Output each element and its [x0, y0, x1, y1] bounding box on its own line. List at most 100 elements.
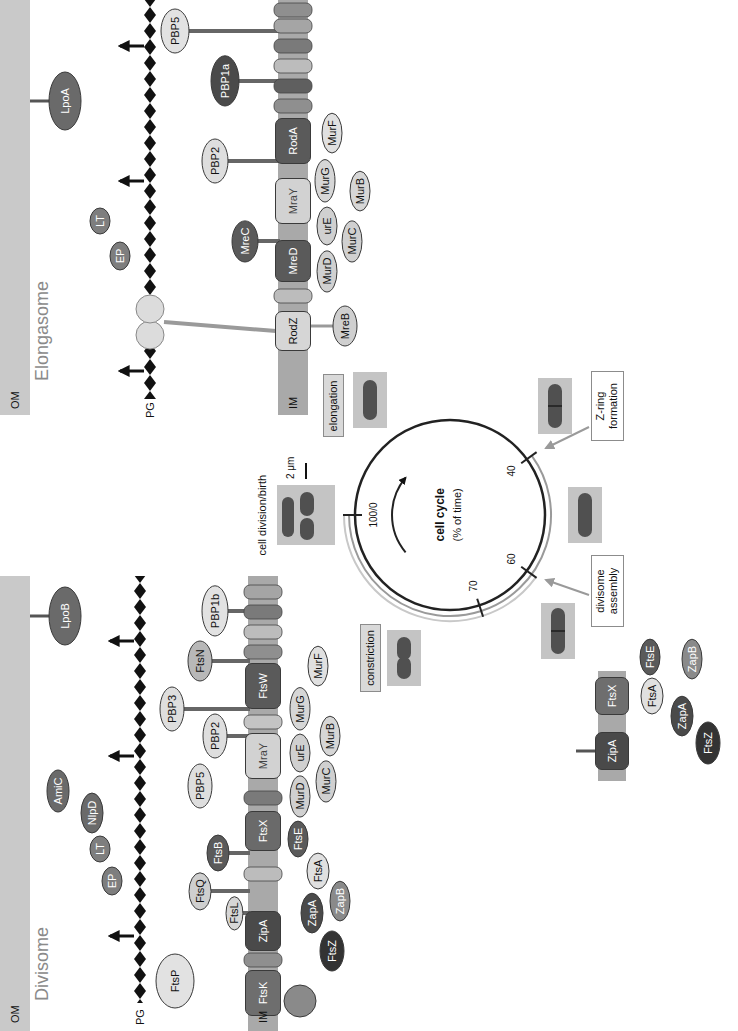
protein-ellipse [696, 722, 720, 764]
text-holder: MurB [324, 723, 337, 749]
protein-name: FtsX [606, 685, 619, 708]
micrograph [387, 630, 421, 686]
protein-name: LT [94, 843, 107, 855]
text-holder: NlpD [86, 801, 99, 825]
lipid-anchor [30, 100, 50, 103]
cell-cycle-ring [355, 420, 545, 610]
protein-blob: FtsZ [319, 930, 345, 972]
protein-blob: MurD [289, 774, 311, 817]
protein-name: PBP5 [194, 772, 207, 800]
protein-name: FtsA [646, 685, 659, 708]
text-holder: FtsP [169, 970, 182, 993]
tm-helix [244, 867, 282, 881]
protein-ellipse [188, 641, 212, 681]
text-holder: RodZ [287, 318, 300, 345]
protein-name: FtsN [194, 649, 207, 672]
protein-ellipse [290, 688, 310, 730]
text-holder: MurD [321, 258, 334, 285]
protein-ellipse [102, 867, 122, 895]
membrane-label: OM [9, 1005, 22, 1023]
cycle-percent: 70 [467, 580, 480, 591]
text-holder: EP [106, 874, 119, 889]
protein-blob: FtsE [639, 638, 661, 676]
text-holder: MurG [319, 167, 332, 195]
cell [300, 492, 314, 516]
lipid-anchor [30, 615, 50, 618]
protein-ellipse [47, 770, 69, 812]
protein-blob: LT [89, 207, 111, 235]
protein-name: LT [94, 215, 107, 227]
protein-name: FtsK [257, 982, 270, 1005]
text-holder: AmiC [52, 778, 65, 805]
micrograph [541, 603, 575, 659]
tm-helix [244, 645, 282, 659]
peptide-arrow [110, 640, 134, 643]
label-text: 40 [506, 465, 517, 476]
stage-label: constriction [364, 630, 377, 686]
cell [397, 637, 411, 660]
protein-ellipse [232, 220, 258, 261]
label-text: Divisome [32, 927, 52, 1001]
text-holder: LpoA [59, 88, 72, 114]
protein-blob: AmiC [46, 769, 70, 813]
protein-name: ZapB [686, 646, 699, 672]
text-holder: FtsX [606, 685, 619, 708]
text-holder: FtsW [257, 673, 270, 699]
protein-ellipse [322, 113, 342, 153]
protein-blob: ZapB [329, 880, 351, 922]
scale-bar [305, 463, 307, 479]
protein-ellipse [320, 931, 344, 971]
panel-title: Elongasome [32, 281, 53, 381]
protein-name: MreC [239, 228, 252, 255]
tm-anchor [227, 851, 250, 855]
z-ring [551, 630, 565, 632]
protein-name: MreB [339, 313, 352, 339]
protein-ellipse [301, 893, 323, 933]
protein-blob: FtsZ [695, 721, 721, 765]
label-text: OM [9, 391, 21, 409]
protein-blob: MurF [321, 112, 343, 154]
text-holder: MurC [320, 768, 333, 795]
text-holder: FtsE [292, 828, 305, 851]
stage-label: elongation [327, 381, 340, 432]
protein-ellipse [202, 586, 228, 636]
cycle-tick [477, 599, 483, 617]
protein-name: MurC [346, 228, 359, 255]
zring-period-arc [349, 456, 551, 616]
protein-name: MurD [294, 783, 307, 810]
stage-box: Z-ring formation [591, 371, 624, 441]
protein-name: PBP3 [166, 695, 179, 723]
tm-helix [244, 625, 282, 639]
cycle-percent: 40 [505, 465, 518, 476]
protein-name: ZipA [257, 920, 270, 943]
protein-blob: EP [101, 866, 123, 896]
rodz-linker [310, 325, 334, 328]
cell [397, 657, 411, 679]
membrane-protein: FtsK [245, 970, 281, 1016]
protein-blob: FtsP [155, 953, 195, 1009]
text-holder: FtsA [312, 860, 325, 883]
protein-blob: EP [109, 241, 131, 271]
label-text: OM [9, 1005, 21, 1023]
tm-helix [274, 289, 312, 303]
protein-name: MurB [324, 723, 337, 749]
protein-blob: PBP5 [160, 8, 190, 54]
membrane-label: IM [257, 1011, 270, 1023]
cell [578, 493, 592, 537]
protein-ellipse [202, 139, 228, 183]
protein-ellipse [317, 207, 337, 245]
text-holder: constriction [364, 630, 377, 686]
peptide-arrow [120, 370, 144, 373]
text-holder: FtsN [194, 649, 207, 672]
cell [551, 608, 565, 654]
text-holder: ZapB [334, 888, 347, 914]
tm-helix [274, 19, 312, 33]
protein-ellipse [188, 764, 212, 808]
protein-name: NlpD [86, 801, 99, 825]
text-holder: LpoB [59, 603, 72, 629]
text-holder: MurD [294, 783, 307, 810]
protein-ellipse [160, 687, 184, 731]
membrane-label: IM [287, 397, 300, 409]
protein-name: urE [321, 217, 334, 234]
text-holder: MraY [257, 743, 270, 769]
